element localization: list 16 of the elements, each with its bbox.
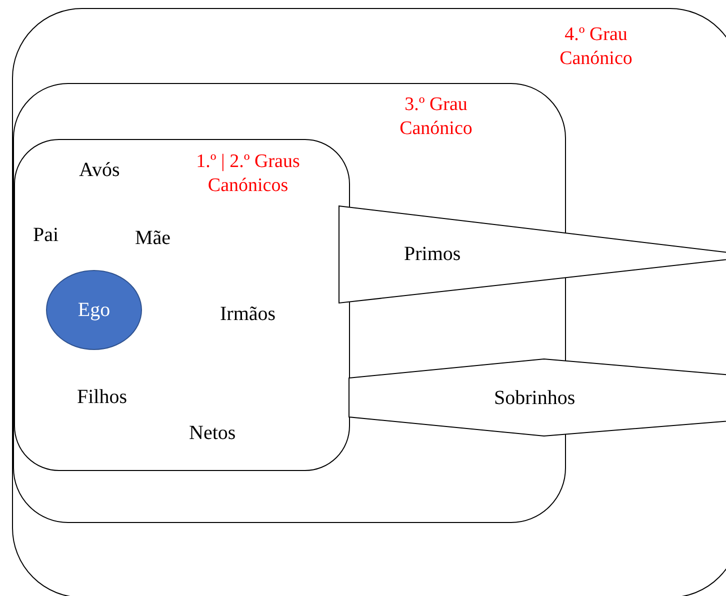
wedge-shape (339, 206, 726, 303)
shape-label: Sobrinhos (494, 386, 576, 410)
relative-label: Netos (189, 421, 236, 445)
relative-label: Pai (33, 223, 59, 247)
outer-region (12, 8, 726, 596)
shape-label: Ego (78, 298, 110, 322)
inner-region (14, 139, 350, 471)
relative-label: Filhos (77, 385, 128, 409)
relative-label: Irmãos (220, 302, 276, 326)
relative-label: Mãe (135, 226, 171, 250)
relative-label: Avós (79, 158, 120, 182)
region-heading: 4.º Grau Canónico (558, 23, 634, 71)
hexagon-arrow-shape (349, 359, 726, 436)
region-heading: 3.º Grau Canónico (398, 93, 474, 141)
region-heading: 1.º | 2.º Graus Canónicos (195, 150, 301, 198)
shape-label: Primos (404, 242, 461, 266)
